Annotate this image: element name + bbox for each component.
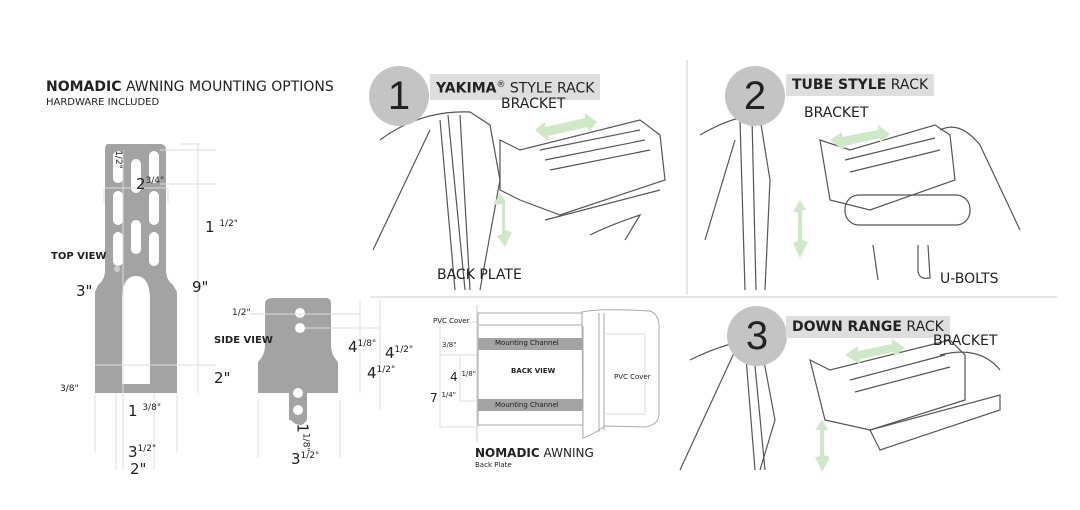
dim-side-a: 41/8" — [348, 340, 376, 355]
dim-sup: 1/8" — [300, 432, 311, 452]
back-plate-title: NOMADIC AWNING — [475, 447, 594, 459]
top-view-dim-lines — [94, 143, 216, 470]
dim-sup: 1/2" — [394, 345, 414, 355]
dim-sup: 1/4" — [441, 391, 456, 399]
dim-three-eighths: 3/8" — [60, 384, 79, 394]
step-number-2: 2 — [725, 66, 785, 126]
dim-two-bottom: 2" — [130, 460, 147, 478]
dim-main: 1 — [128, 402, 138, 420]
dim-side-b: 41/2" — [385, 346, 413, 361]
page-title: NOMADIC AWNING MOUNTING OPTIONS — [46, 80, 334, 94]
back-plate-label-1: BACK PLATE — [437, 267, 522, 283]
tag-bold: YAKIMA — [436, 80, 497, 97]
dim-three: 3" — [76, 282, 93, 300]
dim-side-one-eighth: 11/8" — [293, 423, 312, 452]
back-view-label: BACK VIEW — [511, 367, 556, 375]
side-view-label: SIDE VIEW — [214, 335, 273, 346]
dim-sup: 1/2" — [137, 444, 157, 454]
channel-bottom-label: Mounting Channel — [495, 401, 559, 409]
dim-three-half: 31/2" — [128, 445, 156, 460]
dim-main: 3 — [128, 443, 138, 461]
side-view-dim-lines — [250, 300, 381, 458]
registered-mark: ® — [496, 80, 506, 90]
dim-back-three-eighths: 3/8" — [442, 341, 457, 349]
dim-main: 7 — [430, 391, 438, 405]
top-view-plate — [95, 144, 177, 393]
step-number-3: 3 — [727, 306, 787, 366]
move-arrows — [493, 113, 905, 472]
page-subtitle: HARDWARE INCLUDED — [46, 97, 160, 108]
back-plate-subtitle: Back Plate — [475, 461, 512, 469]
title-bold: NOMADIC — [475, 446, 540, 460]
side-view-plate — [258, 298, 338, 425]
dim-sup: 1/8" — [357, 339, 377, 349]
pvc-cover-side-label: PVC Cover — [614, 373, 651, 381]
tag-bold: TUBE STYLE — [792, 77, 887, 93]
tag-rest: RACK — [890, 77, 929, 93]
dim-back-four: 4 1/8" — [450, 370, 476, 384]
dim-sup: 1/8" — [461, 370, 476, 378]
arrow-icon — [535, 113, 597, 141]
channel-top-label: Mounting Channel — [495, 339, 559, 347]
dim-main: 4 — [450, 370, 458, 384]
option-1-title: YAKIMA® STYLE RACK — [430, 74, 601, 100]
bracket-label-2: BRACKET — [804, 105, 869, 121]
dim-side-three-half: 31/2" — [291, 452, 319, 467]
dim-sup: 1/2" — [300, 451, 320, 461]
tag-rest: STYLE RACK — [509, 80, 595, 97]
dim-main: 2 — [136, 175, 146, 193]
dim-main: 4 — [348, 338, 358, 356]
dim-sup: 1/2" — [376, 365, 396, 375]
back-view-awning — [439, 305, 660, 442]
illustration-yakima — [372, 111, 666, 291]
dim-top-half: 1/2" — [112, 150, 123, 169]
dim-main: 3 — [291, 450, 301, 468]
dim-two: 2" — [214, 369, 231, 387]
dim-nine: 9" — [192, 278, 209, 296]
illustration-tube — [699, 116, 1021, 291]
option-2-title: TUBE STYLE RACK — [786, 74, 935, 96]
dim-back-seven: 7 1/4" — [430, 391, 456, 405]
arrow-icon — [493, 193, 512, 247]
dim-one-3-8: 1 3/8" — [128, 404, 161, 419]
illustration-downrange — [679, 339, 1001, 471]
arrow-icon — [815, 420, 830, 472]
dim-side-half: 1/2" — [232, 308, 251, 318]
arrow-icon — [845, 339, 905, 364]
dim-main: 4 — [367, 364, 377, 382]
tag-rest: RACK — [906, 319, 944, 335]
pvc-cover-top-label: PVC Cover — [433, 317, 470, 325]
dim-main: 1 — [293, 423, 312, 433]
dim-sup: 3/4" — [145, 176, 165, 186]
top-view-label: TOP VIEW — [51, 251, 107, 262]
dim-one-half: 1 1/2" — [205, 220, 238, 235]
title-rest: AWNING — [543, 446, 594, 460]
dim-main: 4 — [385, 344, 395, 362]
dim-width: 23/4" — [136, 177, 164, 192]
dim-sup: 1/2" — [219, 219, 238, 229]
title-bold: NOMADIC — [46, 79, 122, 95]
dim-sup: 3/8" — [142, 403, 161, 413]
option-3-title: DOWN RANGE RACK — [786, 316, 950, 338]
bracket-label-3: BRACKET — [933, 333, 998, 349]
arrow-icon — [793, 200, 808, 258]
tag-bold: DOWN RANGE — [792, 319, 902, 335]
dim-main: 1 — [205, 218, 215, 236]
dim-side-c: 41/2" — [367, 366, 395, 381]
arrow-icon — [830, 125, 890, 151]
step-number-1: 1 — [369, 66, 429, 126]
title-rest: AWNING MOUNTING OPTIONS — [125, 79, 334, 95]
u-bolts-label: U-BOLTS — [940, 271, 999, 287]
bracket-label-1: BRACKET — [501, 96, 566, 112]
